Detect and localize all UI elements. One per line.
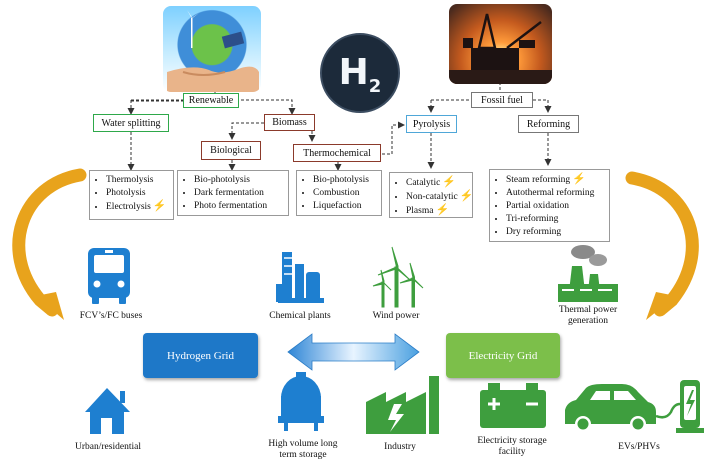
pyrolysis-list: Catalytic⚡ Non-catalytic⚡ Plasma⚡	[389, 172, 473, 218]
water-splitting-box: Water splitting	[93, 114, 169, 132]
hydrogen-grid-label: Hydrogen Grid	[167, 349, 234, 362]
grid-exchange-arrow	[287, 333, 420, 371]
wind-power-label: Wind power	[372, 311, 420, 321]
fossil-tree-connectors	[382, 82, 552, 169]
pyrolysis-label: Pyrolysis	[412, 118, 451, 130]
list-item: Autothermal reforming	[506, 187, 603, 200]
reforming-box: Reforming	[518, 115, 579, 133]
reforming-label: Reforming	[526, 118, 571, 130]
bus-icon	[88, 248, 130, 304]
biomass-box: Biomass	[264, 114, 315, 131]
hand-earth-solar-wind-photo	[167, 10, 259, 92]
fcv-buses-label: FCV’s/FC buses	[79, 311, 143, 321]
list-item: Thermolysis	[106, 174, 167, 187]
water-splitting-label: Water splitting	[101, 117, 161, 129]
water-splitting-list: Thermolysis Photolysis Electrolysis⚡	[89, 170, 174, 220]
battery-icon	[480, 383, 546, 428]
storage-label: High volume long term storage	[268, 439, 338, 460]
list-item: Partial oxidation	[506, 200, 603, 213]
lightning-icon: ⚡	[152, 200, 167, 212]
list-item: Plasma⚡	[406, 204, 466, 218]
list-item: Liquefaction	[313, 200, 375, 213]
electricity-grid-label: Electricity Grid	[468, 349, 538, 362]
hydrogen-grid-box: Hydrogen Grid	[143, 333, 258, 378]
thermal-plant-icon	[558, 245, 618, 302]
list-item: Bio-photolysis	[313, 174, 375, 187]
list-item: Dry reforming	[506, 226, 603, 239]
thermochemical-label: Thermochemical	[303, 147, 371, 159]
lightning-icon: ⚡	[459, 190, 474, 202]
h2-subscript: 2	[368, 76, 382, 98]
fossil-fuel-box: Fossil fuel	[471, 92, 533, 108]
list-item: Tri-reforming	[506, 213, 603, 226]
electric-car-icon	[565, 384, 681, 432]
biological-list: Bio-photolysis Dark fermentation Photo f…	[177, 170, 289, 216]
wind-turbine-icon	[372, 246, 424, 308]
renewable-photo	[163, 6, 261, 92]
thermochemical-list: Bio-photolysis Combustion Liquefaction	[296, 170, 382, 216]
renewable-label: Renewable	[188, 95, 234, 106]
storage-tank-icon	[278, 372, 324, 431]
lightning-icon: ⚡	[572, 173, 586, 185]
h2-logo-text: H2	[332, 46, 388, 100]
lightning-icon: ⚡	[442, 176, 456, 188]
house-icon	[85, 388, 130, 434]
list-item: Electrolysis⚡	[106, 200, 167, 214]
list-item: Photolysis	[106, 187, 167, 200]
chemical-plants-label: Chemical plants	[269, 311, 331, 321]
list-item: Bio-photolysis	[194, 174, 282, 187]
h2-logo	[320, 33, 400, 113]
list-item: Photo fermentation	[194, 200, 282, 213]
factory-icon	[366, 376, 439, 434]
list-item: Steam reforming⚡	[506, 173, 603, 187]
electricity-grid-box: Electricity Grid	[446, 333, 560, 378]
h2-letter: H	[338, 52, 369, 93]
chemical-plant-icon	[276, 252, 324, 303]
curved-flow-arrows	[12, 168, 699, 320]
list-item: Catalytic⚡	[406, 176, 466, 190]
oil-rig-sunset-photo	[449, 13, 552, 84]
pyrolysis-box: Pyrolysis	[406, 115, 457, 133]
list-item: Non-catalytic⚡	[406, 190, 473, 204]
thermochemical-box: Thermochemical	[293, 144, 381, 162]
thermal-power-label: Thermal power generation	[558, 305, 618, 326]
biomass-label: Biomass	[272, 117, 307, 128]
fossil-photo	[449, 4, 552, 84]
reforming-list: Steam reforming⚡ Autothermal reforming P…	[489, 169, 610, 242]
list-item: Dark fermentation	[194, 187, 282, 200]
renewable-tree-connectors	[127, 85, 342, 171]
fossil-fuel-label: Fossil fuel	[481, 94, 523, 106]
ev-charger-icon	[676, 380, 704, 433]
biological-label: Biological	[210, 145, 252, 156]
industry-label: Industry	[384, 442, 416, 452]
electricity-storage-label: Electricity storage facility	[477, 436, 547, 457]
urban-residential-label: Urban/residential	[75, 442, 141, 452]
renewable-box: Renewable	[183, 93, 239, 108]
biological-box: Biological	[201, 141, 261, 160]
lightning-icon: ⚡	[435, 204, 450, 216]
evs-phvs-label: EVs/PHVs	[618, 442, 660, 452]
list-item: Combustion	[313, 187, 375, 200]
